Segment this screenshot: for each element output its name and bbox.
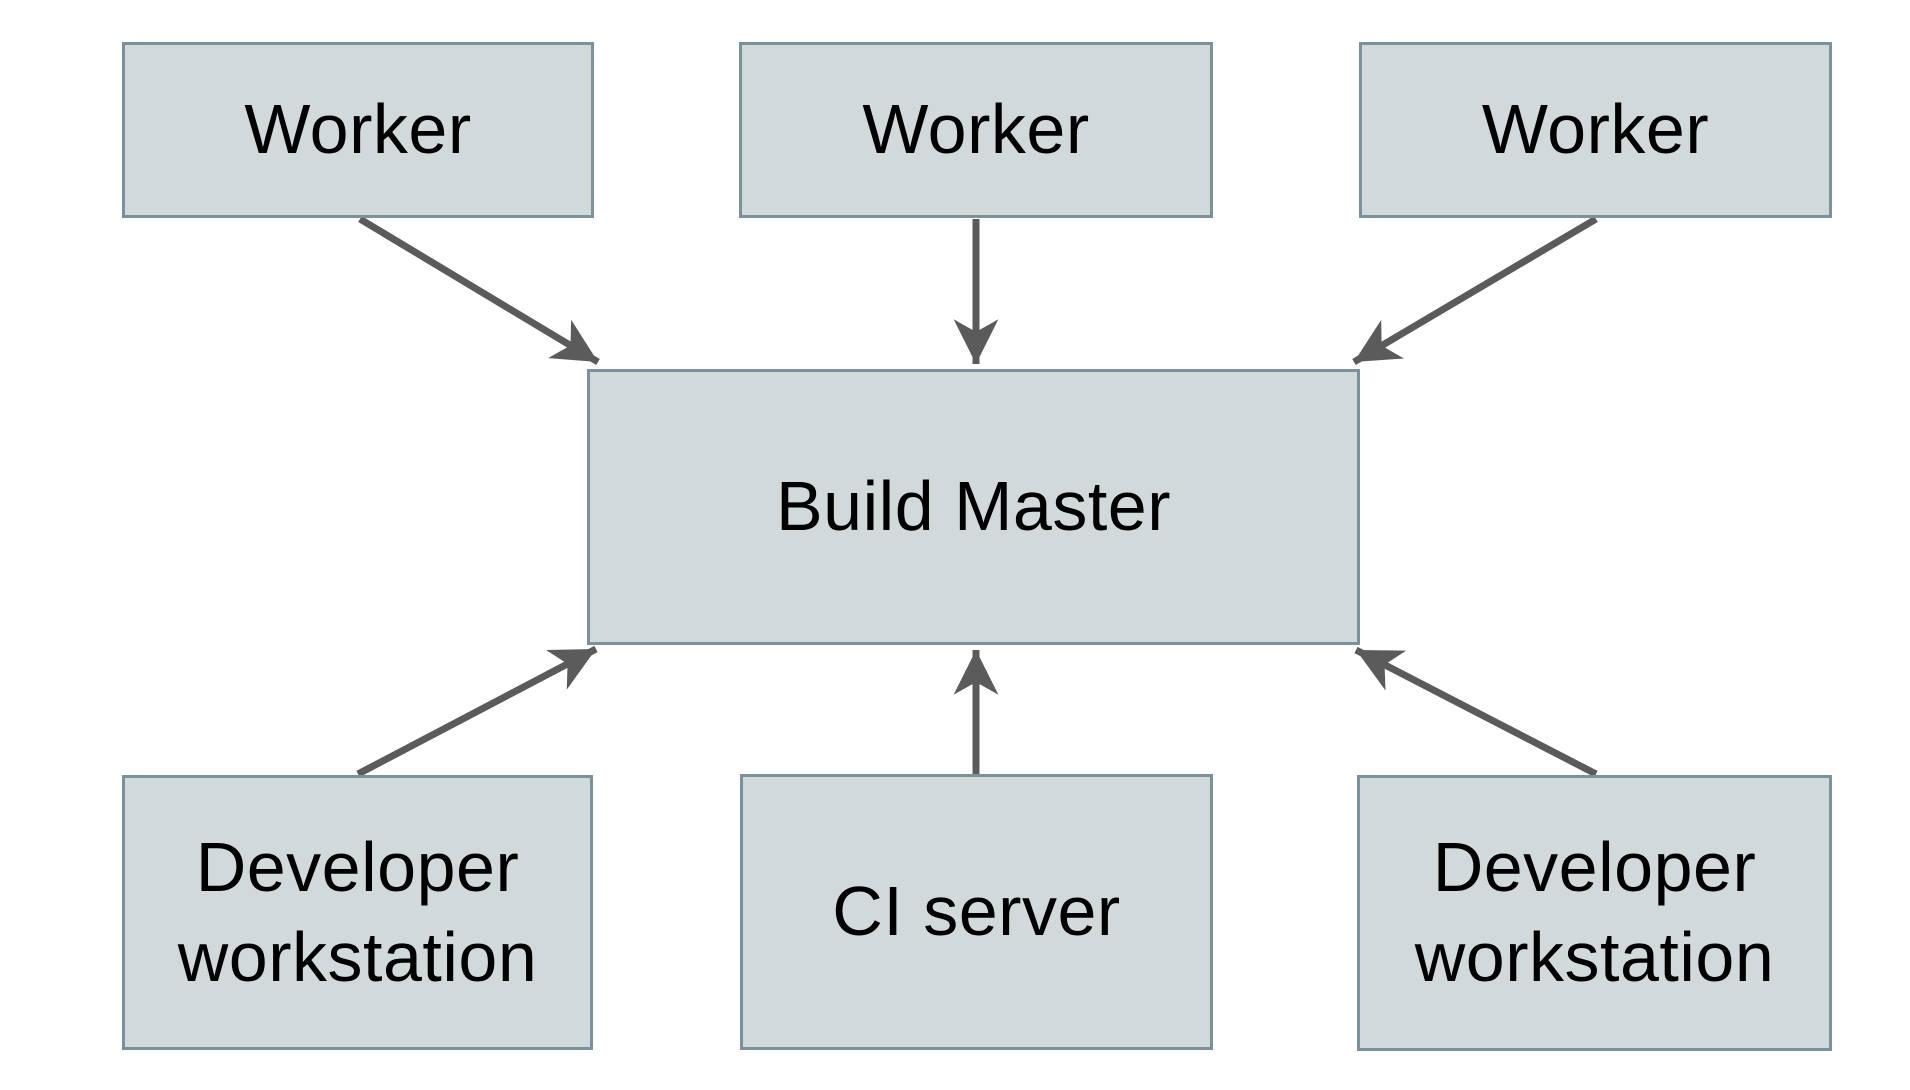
arrow-worker-right-to-build-master bbox=[1352, 215, 1598, 366]
node-label: CI server bbox=[832, 872, 1121, 951]
node-developer-workstation-left: Developer workstation bbox=[122, 775, 593, 1050]
node-developer-workstation-right: Developer workstation bbox=[1357, 775, 1832, 1051]
node-label: Developer workstation bbox=[1414, 828, 1775, 996]
arrow-dev-workstation-left-to-build-master bbox=[356, 645, 598, 778]
node-worker-left: Worker bbox=[122, 42, 594, 218]
node-label: Worker bbox=[1481, 90, 1710, 169]
arrow-worker-left-to-build-master bbox=[358, 215, 600, 366]
node-label: Developer workstation bbox=[177, 827, 538, 996]
node-label: Worker bbox=[244, 90, 472, 169]
node-worker-right: Worker bbox=[1359, 42, 1832, 218]
node-label: Build Master bbox=[775, 467, 1172, 546]
node-worker-middle: Worker bbox=[739, 42, 1213, 218]
arrow-dev-workstation-right-to-build-master bbox=[1354, 646, 1598, 778]
node-label: Worker bbox=[862, 90, 1090, 169]
node-build-master: Build Master bbox=[587, 369, 1360, 645]
node-ci-server: CI server bbox=[740, 774, 1213, 1050]
